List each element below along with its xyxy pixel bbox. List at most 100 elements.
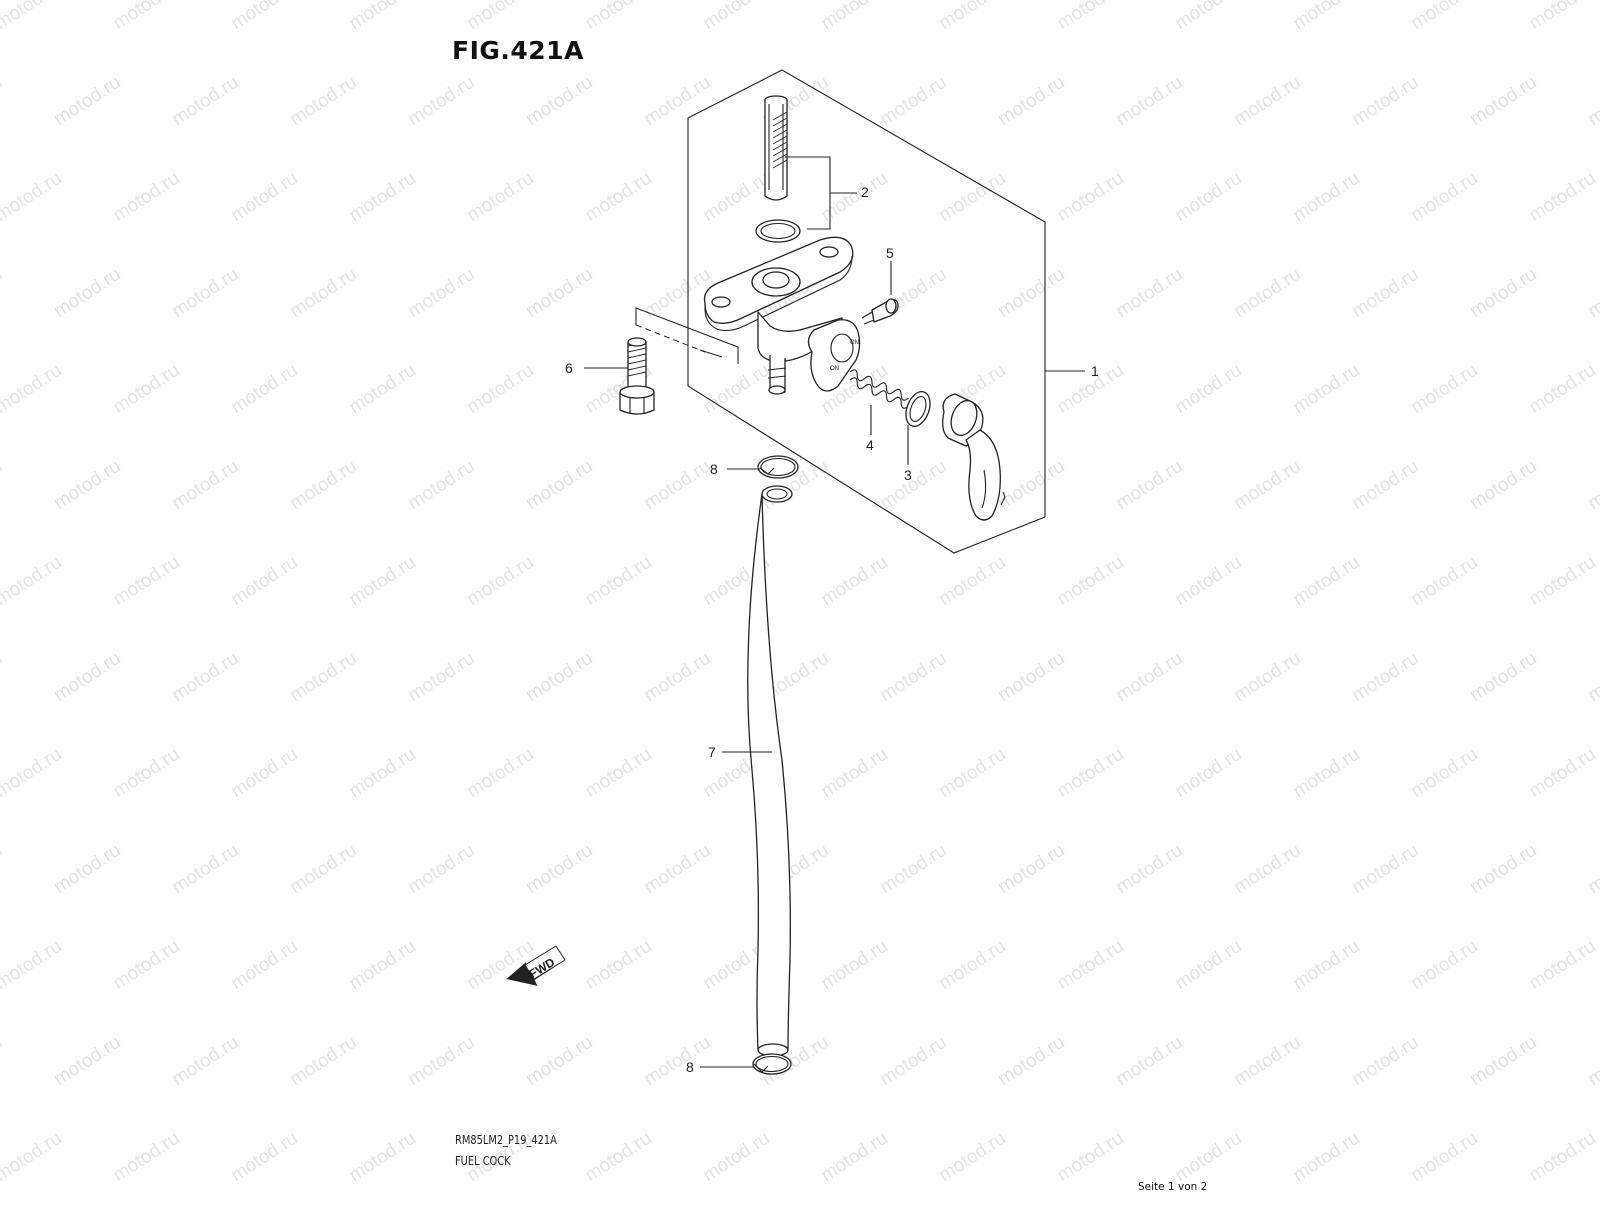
watermark-text: motod.ru (286, 1032, 360, 1090)
watermark-text: motod.ru (581, 168, 655, 226)
watermark-text: motod.ru (463, 0, 537, 34)
watermark-text: motod.ru (1230, 264, 1304, 322)
watermark-text: motod.ru (1407, 936, 1481, 994)
watermark-text: motod.ru (0, 0, 66, 34)
watermark-text: motod.ru (640, 456, 714, 514)
watermark-text: motod.ru (109, 744, 183, 802)
watermark-text: motod.ru (1348, 72, 1422, 130)
screw-part (861, 298, 899, 325)
watermark-text: motod.ru (994, 648, 1068, 706)
watermark-text: motod.ru (817, 168, 891, 226)
watermark-text: motod.ru (404, 1032, 478, 1090)
watermark-text: motod.ru (227, 0, 301, 34)
watermark-text: motod.ru (404, 72, 478, 130)
watermark-text: motod.ru (168, 840, 242, 898)
watermark-text: motod.ru (50, 72, 124, 130)
watermark-text: motod.ru (581, 552, 655, 610)
watermark-text: motod.ru (404, 264, 478, 322)
watermark-text: motod.ru (1112, 72, 1186, 130)
watermark-text: motod.ru (994, 264, 1068, 322)
watermark-text: motod.ru (227, 744, 301, 802)
watermark-text: motod.ru (522, 648, 596, 706)
watermark-text: motod.ru (168, 648, 242, 706)
watermark-text: motod.ru (1525, 168, 1599, 226)
svg-text:ON: ON (850, 340, 859, 346)
section-name: FUEL COCK (455, 1154, 511, 1168)
watermark-text: motod.ru (699, 360, 773, 418)
watermark-text: motod.ru (227, 360, 301, 418)
callout-3-number: 3 (904, 467, 912, 483)
watermark-text: motod.ru (463, 744, 537, 802)
watermark-text: motod.ru (286, 264, 360, 322)
watermark-text: motod.ru (1525, 744, 1599, 802)
watermark-text: motod.ru (345, 360, 419, 418)
watermark-text: motod.ru (640, 648, 714, 706)
watermark-text: motod.ru (1230, 72, 1304, 130)
watermark-text: motod.ru (286, 648, 360, 706)
watermark-text: motod.ru (0, 1032, 7, 1090)
watermark-text: motod.ru (463, 360, 537, 418)
hose-clamp-lower (752, 1053, 792, 1075)
watermark-text: motod.ru (817, 552, 891, 610)
watermark-text: motod.ru (1584, 1032, 1600, 1090)
watermark-text: motod.ru (404, 648, 478, 706)
watermark-text: motod.ru (109, 168, 183, 226)
watermark-text: motod.ru (876, 840, 950, 898)
watermark-text: motod.ru (1230, 840, 1304, 898)
watermark-text: motod.ru (345, 1128, 419, 1186)
watermark-text: motod.ru (817, 1128, 891, 1186)
watermark-text: motod.ru (50, 264, 124, 322)
watermark-text: motod.ru (168, 1032, 242, 1090)
watermark-text: motod.ru (1230, 1032, 1304, 1090)
callout-5-number: 5 (886, 245, 894, 261)
watermark-text: motod.ru (522, 264, 596, 322)
watermark-text: motod.ru (0, 744, 66, 802)
watermark-text: motod.ru (1171, 552, 1245, 610)
watermark-text: motod.ru (345, 168, 419, 226)
watermark-text: motod.ru (1289, 552, 1363, 610)
watermark-text: motod.ru (1407, 552, 1481, 610)
watermark-text: motod.ru (1289, 1128, 1363, 1186)
callout-7-number: 7 (708, 744, 716, 760)
watermark-text: motod.ru (994, 1032, 1068, 1090)
watermark-text: motod.ru (109, 0, 183, 34)
watermark-text: motod.ru (1171, 168, 1245, 226)
watermark-text: motod.ru (994, 72, 1068, 130)
watermark-text: motod.ru (1289, 0, 1363, 34)
callout-8a-number: 8 (710, 461, 718, 477)
watermark-text: motod.ru (522, 72, 596, 130)
callout-2-number: 2 (861, 184, 869, 200)
watermark-text: motod.ru (1466, 840, 1540, 898)
watermark-text: motod.ru (1171, 360, 1245, 418)
watermark-text: motod.ru (50, 1032, 124, 1090)
watermark-text: motod.ru (227, 1128, 301, 1186)
watermark-text: motod.ru (50, 456, 124, 514)
watermark-text: motod.ru (581, 744, 655, 802)
watermark-text: motod.ru (935, 936, 1009, 994)
watermark-text: motod.ru (640, 72, 714, 130)
watermark-text: motod.ru (1289, 744, 1363, 802)
watermark-text: motod.ru (1112, 264, 1186, 322)
watermark-text: motod.ru (227, 936, 301, 994)
watermark-text: motod.ru (1584, 264, 1600, 322)
watermark-text: motod.ru (0, 360, 66, 418)
watermark-text: motod.ru (463, 168, 537, 226)
watermark-text: motod.ru (581, 0, 655, 34)
watermark-text: motod.ru (817, 744, 891, 802)
watermark-text: motod.ru (1053, 744, 1127, 802)
watermark-text: motod.ru (876, 456, 950, 514)
svg-text:ON: ON (830, 366, 839, 372)
watermark-text: motod.ru (1466, 456, 1540, 514)
watermark-text: motod.ru (1525, 552, 1599, 610)
watermark-text: motod.ru (1053, 936, 1127, 994)
watermark-text: motod.ru (1112, 456, 1186, 514)
watermark-text: motod.ru (109, 1128, 183, 1186)
watermark-text: motod.ru (168, 456, 242, 514)
watermark-text: motod.ru (522, 840, 596, 898)
watermark-text: motod.ru (0, 168, 66, 226)
watermark-text: motod.ru (1348, 840, 1422, 898)
watermark-text: motod.ru (168, 72, 242, 130)
watermark-text: motod.ru (0, 1128, 66, 1186)
